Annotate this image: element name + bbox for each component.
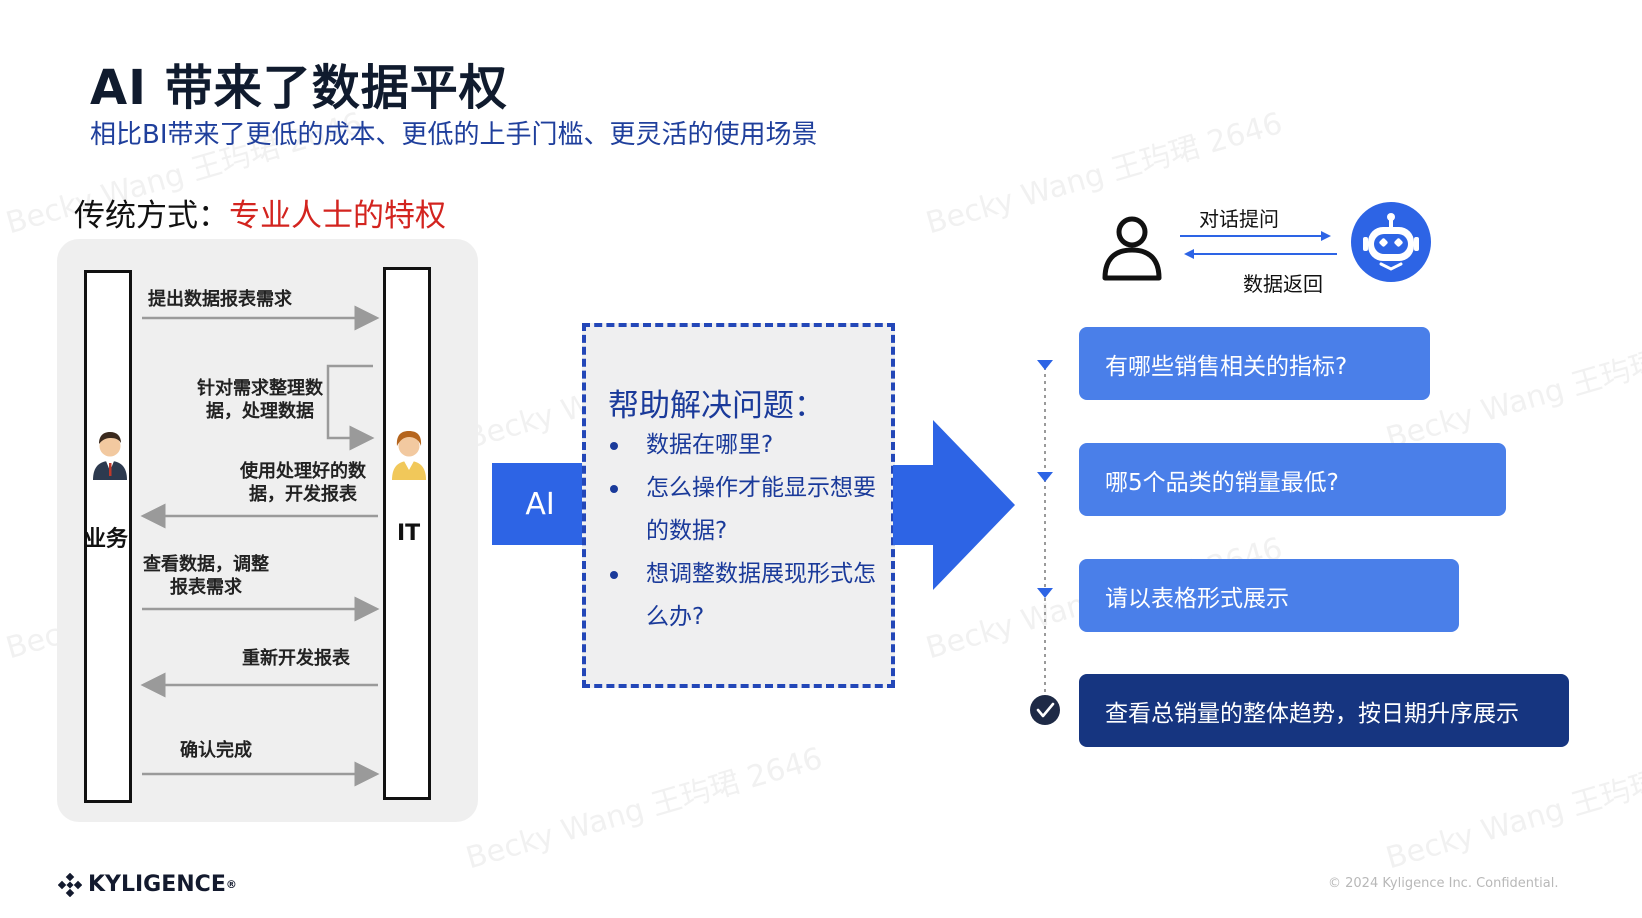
bullet-dot <box>610 485 618 493</box>
watermark: Becky Wang 王玙珺 2646 <box>1382 741 1642 877</box>
brand-registered: ® <box>225 878 237 891</box>
brand-name: KYLIGENCE <box>88 872 226 897</box>
it-person-icon <box>392 431 426 480</box>
chat-bubble[interactable]: 请以表格形式展示 <box>1079 559 1459 632</box>
timeline-marker-icon <box>1037 472 1053 482</box>
help-title: 帮助解决问题： <box>608 388 825 424</box>
kyligence-logo-icon <box>58 872 82 897</box>
ai-label: AI <box>492 463 588 545</box>
chat-bubble-active[interactable]: 查看总销量的整体趋势，按日期升序展示 <box>1079 674 1569 747</box>
check-icon <box>1030 695 1060 725</box>
chat-bubble[interactable]: 有哪些销售相关的指标? <box>1079 327 1430 400</box>
msg-redevelop: 重新开发报表 <box>242 648 350 669</box>
traditional-label-accent: 专业人士的特权 <box>229 198 446 234</box>
msg-deliver: 使用处理好的数据，开发报表 <box>240 461 366 505</box>
help-bullet: 怎么操作才能显示想要的数据? <box>646 475 876 544</box>
help-bullet: 数据在哪里? <box>646 432 774 458</box>
brand-logo: KYLIGENCE® <box>58 872 237 897</box>
arrow-self-process <box>326 364 375 451</box>
page-title: AI 带来了数据平权 <box>90 60 508 116</box>
chat-bubble[interactable]: 哪5个品类的销量最低? <box>1079 443 1506 516</box>
user-icon <box>1102 216 1162 281</box>
watermark: Becky Wang 王玙珺 2646 <box>462 741 827 877</box>
ask-label: 对话提问 <box>1199 207 1279 231</box>
timeline <box>1030 360 1060 725</box>
traditional-label-prefix: 传统方式： <box>74 198 229 234</box>
help-box <box>582 323 895 688</box>
business-person-icon <box>93 432 127 480</box>
msg-process: 针对需求整理数据，处理数据 <box>197 378 323 422</box>
business-lifeline <box>84 270 132 803</box>
big-arrow-icon <box>893 420 1015 590</box>
robot-icon <box>1351 202 1431 282</box>
help-bullet: 想调整数据展现形式怎么办? <box>646 561 876 630</box>
chat-arrows <box>1180 231 1337 259</box>
sequence-arrows <box>140 305 380 787</box>
page-subtitle: 相比BI带来了更低的成本、更低的上手门槛、更灵活的使用场景 <box>90 120 818 150</box>
timeline-marker-icon <box>1037 360 1053 370</box>
it-lifeline <box>383 267 431 800</box>
msg-request: 提出数据报表需求 <box>148 289 292 310</box>
msg-confirm: 确认完成 <box>180 740 252 761</box>
it-lane-label: IT <box>397 521 421 546</box>
bullet-dot <box>610 571 618 579</box>
return-label: 数据返回 <box>1243 272 1323 296</box>
timeline-marker-icon <box>1037 588 1053 598</box>
traditional-label: 传统方式：专业人士的特权 <box>74 190 446 235</box>
bullet-dot <box>610 442 618 450</box>
business-lane-label: 业务 <box>84 527 129 552</box>
msg-adjust: 查看数据，调整报表需求 <box>143 554 269 598</box>
ai-label-text: AI <box>525 486 555 522</box>
copyright: © 2024 Kyligence Inc. Confidential. <box>1328 876 1559 891</box>
